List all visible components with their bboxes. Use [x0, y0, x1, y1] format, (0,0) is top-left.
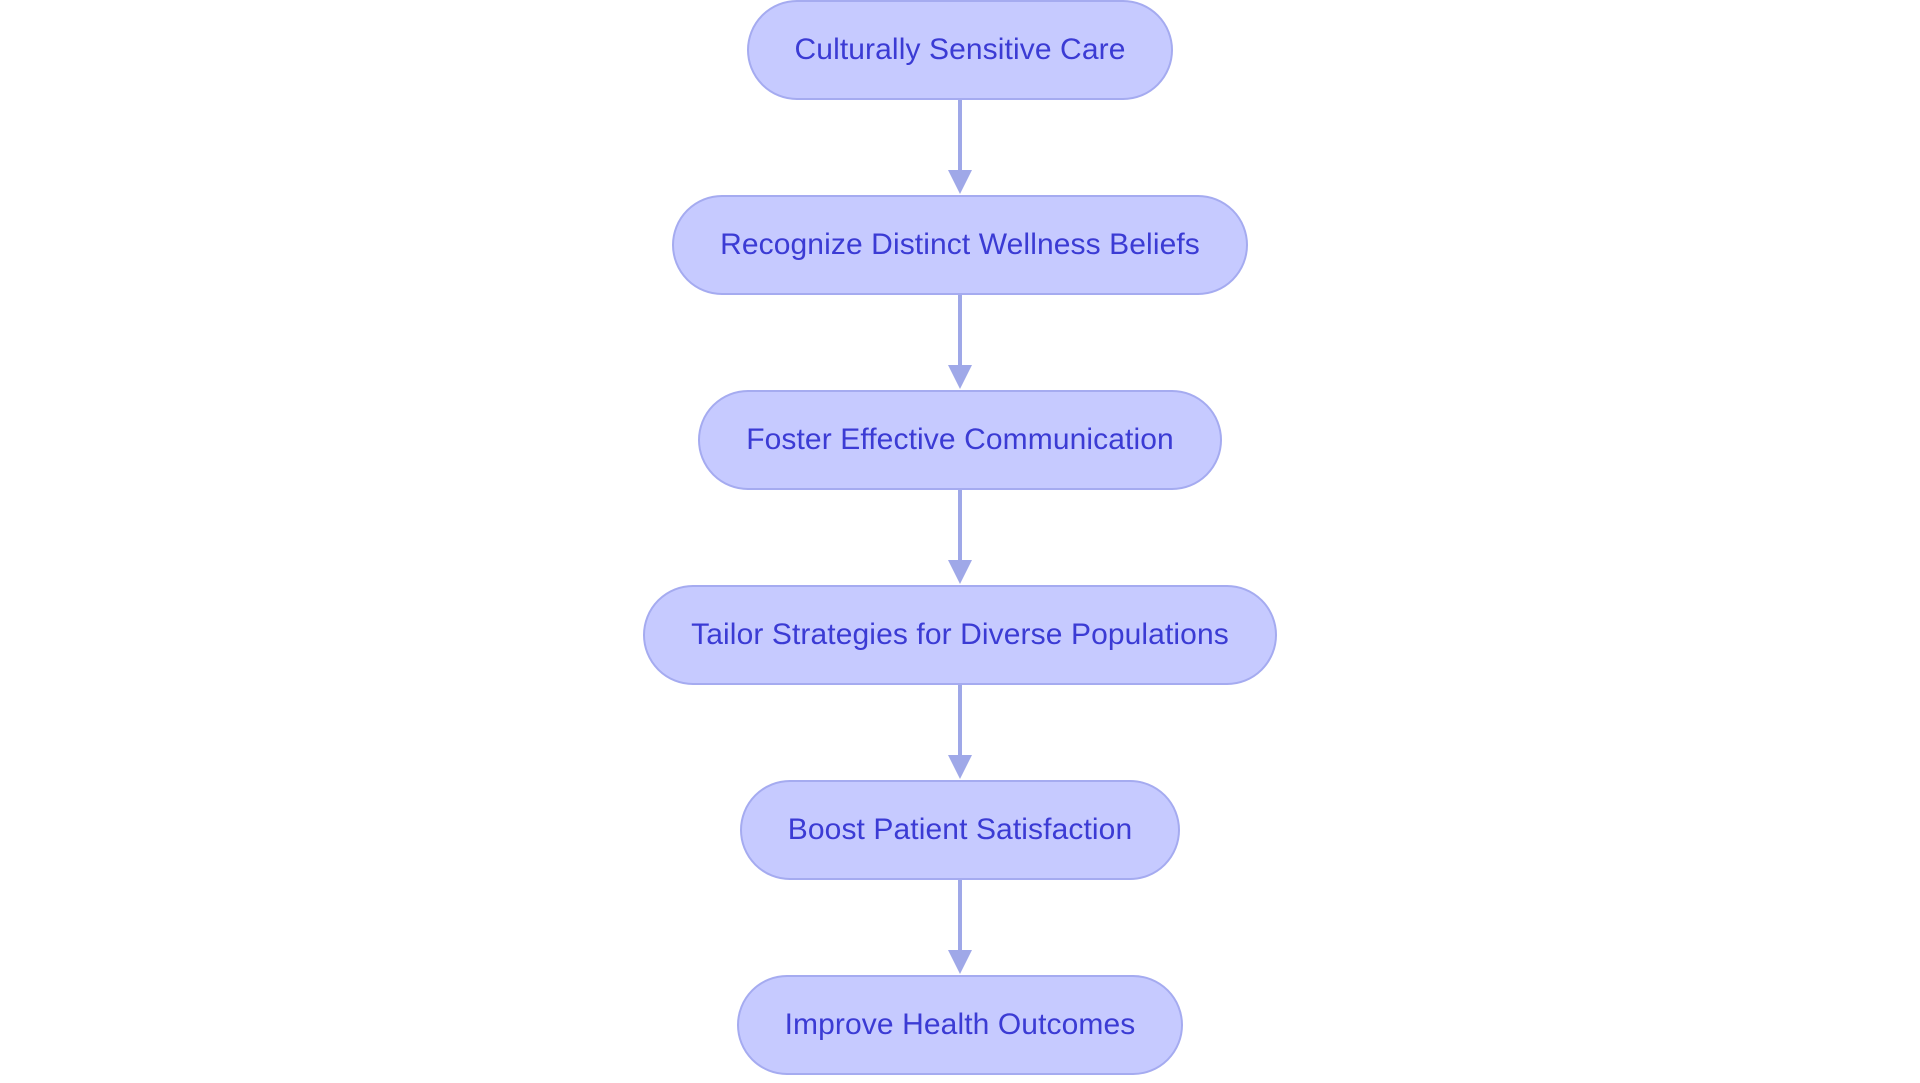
flow-node-recognize-distinct-wellness-beliefs[interactable]: Recognize Distinct Wellness Beliefs [672, 195, 1248, 295]
flow-step-3: Foster Effective Communication [698, 390, 1222, 585]
arrow-down-icon [948, 880, 972, 974]
flow-step-6: Improve Health Outcomes [736, 975, 1184, 1075]
flow-node-improve-health-outcomes[interactable]: Improve Health Outcomes [736, 975, 1184, 1075]
flow-node-foster-effective-communication[interactable]: Foster Effective Communication [698, 390, 1222, 490]
flow-step-1: Culturally Sensitive Care [746, 0, 1174, 195]
flow-node-boost-patient-satisfaction[interactable]: Boost Patient Satisfaction [739, 780, 1181, 880]
flow-step-5: Boost Patient Satisfaction [739, 780, 1181, 975]
flow-node-label: Culturally Sensitive Care [794, 33, 1126, 66]
flow-node-label: Boost Patient Satisfaction [787, 813, 1133, 846]
flow-node-label: Improve Health Outcomes [784, 1008, 1136, 1041]
flow-step-2: Recognize Distinct Wellness Beliefs [672, 195, 1248, 390]
arrow-down-icon [948, 295, 972, 389]
arrow-down-icon [948, 685, 972, 779]
flow-node-culturally-sensitive-care[interactable]: Culturally Sensitive Care [746, 0, 1174, 100]
flow-node-label: Foster Effective Communication [746, 423, 1174, 456]
flow-step-4: Tailor Strategies for Diverse Population… [643, 585, 1277, 780]
arrow-down-icon [948, 490, 972, 584]
arrow-down-icon [948, 100, 972, 194]
flow-node-tailor-strategies-for-diverse-populations[interactable]: Tailor Strategies for Diverse Population… [643, 585, 1277, 685]
flow-node-label: Tailor Strategies for Diverse Population… [691, 618, 1229, 651]
flow-node-label: Recognize Distinct Wellness Beliefs [720, 228, 1200, 261]
